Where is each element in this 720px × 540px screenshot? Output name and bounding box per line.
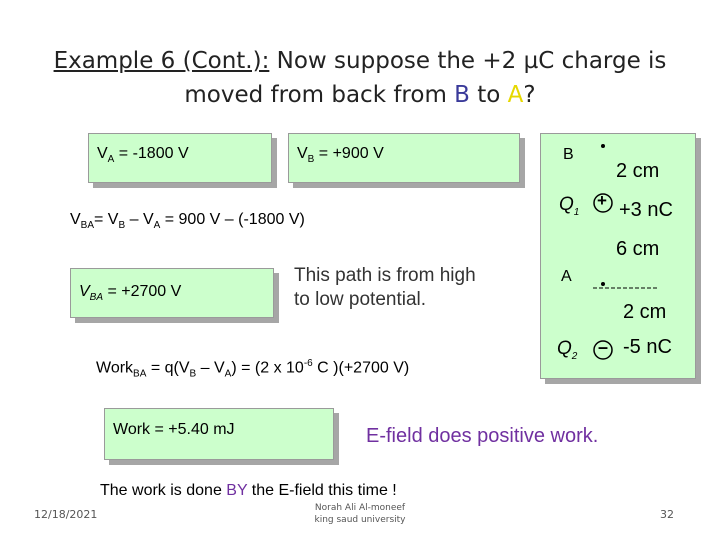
title-line-1-text: Now suppose the +2 µC charge is [269,48,667,74]
label-a: A [561,268,572,285]
va-box: VA = -1800 V [88,133,272,183]
distance-middle: 6 cm [616,238,660,260]
q1-value: +3 nC [619,199,673,221]
work-equation: WorkBA = q(VB – VA) = (2 x 10-6 C )(+270… [96,358,410,380]
label-b: B [563,146,574,163]
slide-title: Example 6 (Cont.): Now suppose the +2 µC… [40,44,680,112]
vb-box: VB = +900 V [288,133,520,183]
title-line-2-end: ? [523,82,536,108]
point-b-dot [601,144,605,148]
q2-value: -5 nC [623,336,672,358]
distance-bottom: 2 cm [623,301,667,323]
work-result-box: Work = +5.40 mJ [104,408,334,460]
q1-circle [593,193,613,213]
footer-page-number: 32 [660,508,674,521]
distance-top: 2 cm [616,160,660,182]
title-line-2: moved from back from B to A? [40,78,680,112]
footer-author-org: king saud university [314,515,406,525]
vba-equation: VBA= VB – VA = 900 V – (-1800 V) [70,211,305,232]
va-text: VA = -1800 V [97,145,189,166]
footer-author: Norah Ali Al-moneef king saud university [300,502,420,526]
title-prefix: Example 6 (Cont.): [53,48,270,74]
path-note-line-2: to low potential. [294,289,427,310]
vba-result-text: VBA = +2700 V [79,283,182,304]
q2-label: Q2 [557,338,578,362]
q1-sign: + [597,191,607,210]
path-note-line-1: This path is from high [294,265,476,286]
title-line-2-text: moved from back from [184,82,455,108]
footer-author-name: Norah Ali Al-moneef [314,503,406,513]
work-result-text: Work = +5.40 mJ [113,421,235,438]
footer-date: 12/18/2021 [34,508,98,521]
vb-text: VB = +900 V [297,145,384,166]
title-point-a: A [507,82,524,108]
q2-circle [593,340,613,360]
path-note: This path is from high to low potential. [294,264,476,312]
q1-label: Q1 [559,194,580,218]
by-note: The work is done BY the E-field this tim… [100,482,397,499]
point-a-dot [601,282,605,286]
efield-note: E-field does positive work. [366,425,599,447]
diagram-graphics [593,144,659,360]
title-line-1: Example 6 (Cont.): Now suppose the +2 µC… [40,44,680,78]
q2-sign: – [598,337,609,357]
charge-diagram: B 2 cm Q1 + +3 nC 6 cm A 2 cm Q2 – -5 nC [540,133,696,379]
vba-result-box: VBA = +2700 V [70,268,274,318]
title-line-2-mid: to [469,82,508,108]
title-point-b: B [454,82,470,108]
